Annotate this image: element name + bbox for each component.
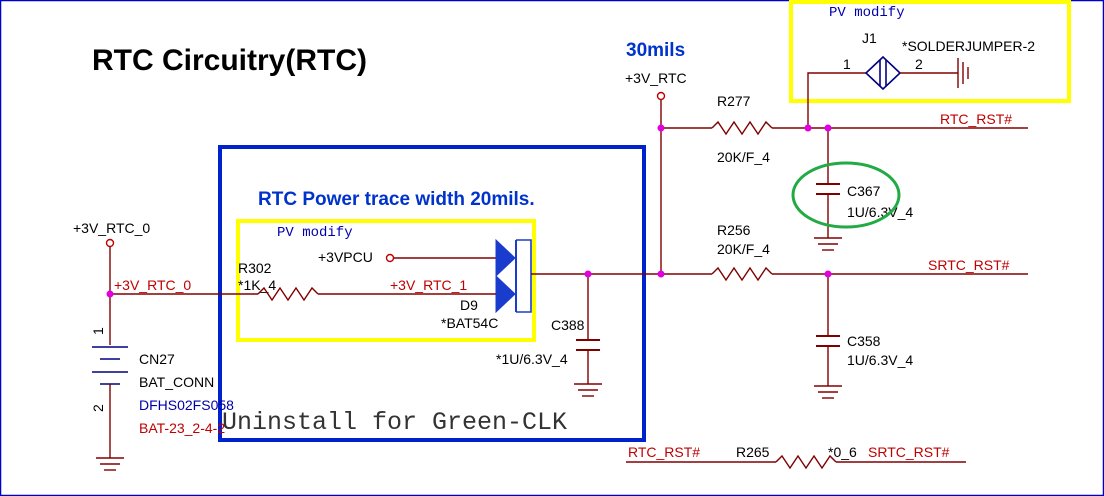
junction-dot xyxy=(584,270,592,278)
page-title: RTC Circuitry(RTC) xyxy=(92,44,367,77)
r277-ref: R277 xyxy=(717,93,751,109)
cn27-value: BAT_CONN xyxy=(139,374,214,390)
net-rtc-rst-right: RTC_RST# xyxy=(940,111,1012,127)
c367-ground-symbol xyxy=(814,237,842,251)
net-3v-rtc-1: +3V_RTC_1 xyxy=(390,277,467,293)
j1-ref: J1 xyxy=(862,30,877,46)
net-3v-rtc-0: +3V_RTC_0 xyxy=(114,277,191,293)
junction-dot xyxy=(824,124,832,132)
pv-modify-box-top xyxy=(789,0,1071,103)
net-rtc-rst-bottom: RTC_RST# xyxy=(628,444,700,460)
note-trace-width: RTC Power trace width 20mils. xyxy=(258,189,535,210)
r302-resistor xyxy=(257,286,319,302)
power-label-3v-rtc: +3V_RTC xyxy=(625,70,687,86)
c358-value: 1U/6.3V_4 xyxy=(847,352,913,368)
c388-value: *1U/6.3V_4 xyxy=(496,351,568,367)
r265-resistor xyxy=(775,454,837,470)
d9-ref: D9 xyxy=(460,297,478,313)
cn27-pin1: 1 xyxy=(90,327,106,335)
power-symbol-3vpcu xyxy=(385,253,395,263)
j1-pin2: 2 xyxy=(915,56,923,72)
j1-ground-symbol xyxy=(957,58,969,88)
r256-resistor xyxy=(711,266,773,282)
power-symbol-3v-rtc xyxy=(656,91,666,101)
net-srtc-rst-right: SRTC_RST# xyxy=(928,257,1010,273)
r265-ref: R265 xyxy=(736,444,770,460)
c358-ref: C358 xyxy=(847,333,881,349)
r256-value: 20K/F_4 xyxy=(717,241,770,257)
power-symbol-3v-rtc-0 xyxy=(105,238,115,248)
junction-dot xyxy=(657,124,665,132)
j1-solder-jumper-symbol xyxy=(807,55,958,128)
r302-value: *1K_4 xyxy=(238,277,276,293)
c367-highlight-circle xyxy=(791,161,901,229)
junction-dot xyxy=(804,124,812,132)
cn27-part: DFHS02FS058 xyxy=(139,397,234,413)
c367-ref: C367 xyxy=(847,183,881,199)
r277-value: 20K/F_4 xyxy=(717,149,770,165)
junction-dot xyxy=(657,270,665,278)
cn27-ground-symbol xyxy=(96,457,124,471)
pv-modify-label-top: PV modify xyxy=(829,5,905,21)
c367-value: 1U/6.3V_4 xyxy=(847,204,913,220)
pv-modify-label-inner: PV modify xyxy=(277,225,353,241)
power-label-3v-rtc-0: +3V_RTC_0 xyxy=(73,220,150,236)
power-label-3vpcu: +3VPCU xyxy=(318,249,373,265)
junction-dot xyxy=(824,270,832,278)
net-srtc-rst-bottom: SRTC_RST# xyxy=(868,444,950,460)
c388-ref: C388 xyxy=(551,317,585,333)
j1-pin1: 1 xyxy=(843,56,851,72)
d9-value: *BAT54C xyxy=(441,315,498,331)
pv-modify-box-inner xyxy=(236,219,536,342)
r265-value: *0_6 xyxy=(828,444,857,460)
r256-ref: R256 xyxy=(717,222,751,238)
note-uninstall: Uninstall for Green-CLK xyxy=(222,408,567,437)
r277-resistor xyxy=(711,120,773,136)
r302-ref: R302 xyxy=(238,260,272,276)
j1-value: *SOLDERJUMPER-2 xyxy=(902,38,1035,54)
d9-diode-symbol xyxy=(495,238,532,314)
cn27-pin2: 2 xyxy=(90,404,106,412)
c388-ground-symbol xyxy=(574,383,602,397)
c358-ground-symbol xyxy=(814,385,842,399)
note-30mils: 30mils xyxy=(626,40,685,61)
cn27-alt: BAT-23_2-4-2 xyxy=(139,420,225,436)
junction-dot xyxy=(106,290,114,298)
cn27-ref: CN27 xyxy=(139,351,175,367)
